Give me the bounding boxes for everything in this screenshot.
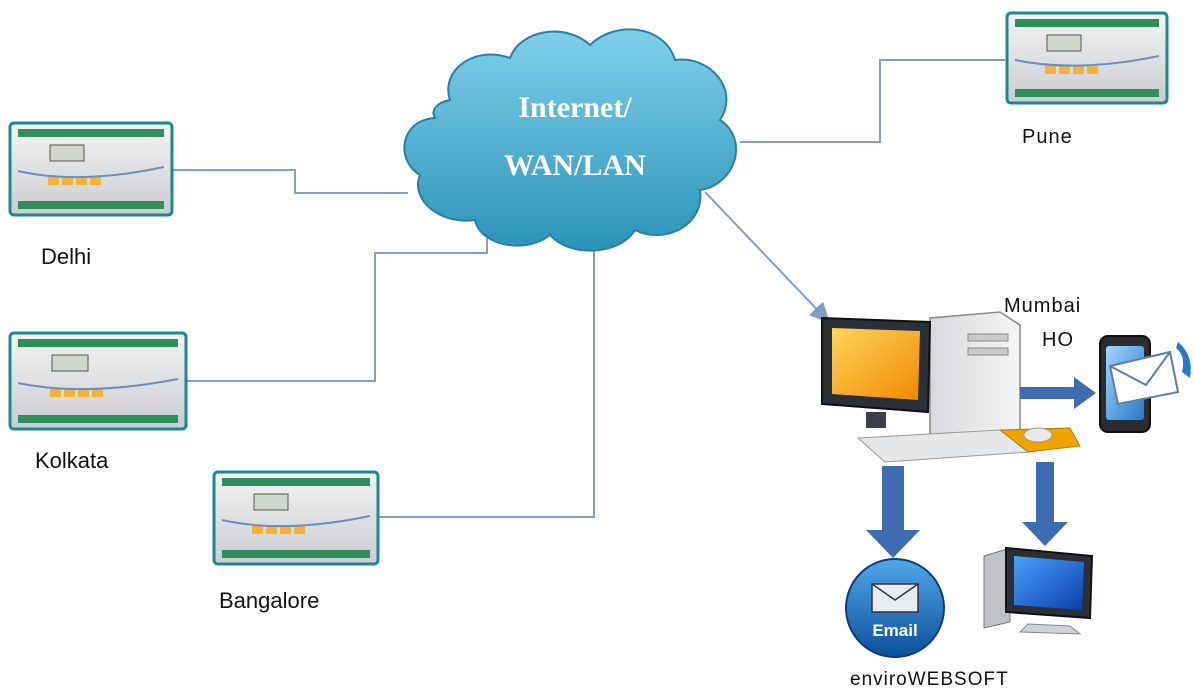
site-label-mumbai: Mumbai xyxy=(1004,295,1082,317)
site-label-delhi: Delhi xyxy=(41,244,92,269)
data-logger-icon xyxy=(1005,11,1169,105)
software-label: enviroWEBSOFT xyxy=(850,669,1009,690)
cloud-label-line2: WAN/LAN xyxy=(504,149,646,182)
desktop-computer-icon xyxy=(821,311,1081,463)
data-logger-icon xyxy=(212,470,380,566)
cloud-icon xyxy=(403,28,738,252)
site-label-ho: HO xyxy=(1042,329,1074,351)
arrow-down-icon xyxy=(866,466,920,558)
site-label-pune: Pune xyxy=(1022,126,1073,148)
arrow-right-icon xyxy=(1020,377,1096,409)
arrow-down-icon xyxy=(1022,462,1068,546)
site-label-kolkata: Kolkata xyxy=(35,448,109,473)
cloud-label-line1: Internet/ xyxy=(518,91,632,124)
email-icon-label: Email xyxy=(872,621,917,640)
email-icon xyxy=(845,558,945,658)
data-logger-icon xyxy=(8,121,174,217)
envelope-icon xyxy=(1108,350,1180,406)
monitor-icon xyxy=(983,546,1094,635)
site-label-bangalore: Bangalore xyxy=(219,588,320,613)
connection-lines xyxy=(172,59,1005,518)
data-logger-icon xyxy=(8,331,188,431)
